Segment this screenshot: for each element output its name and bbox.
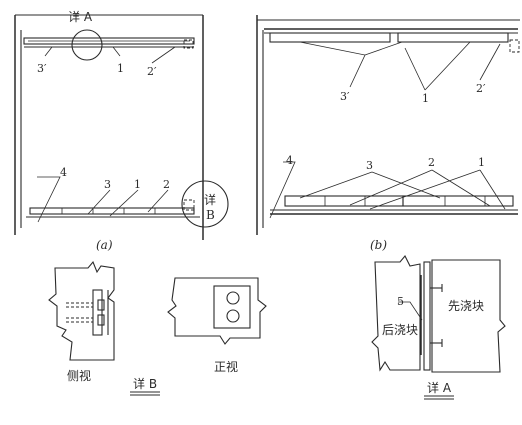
side-view-bolt-1-head [97,299,105,311]
label-detail-a-5: 5 [397,295,404,308]
label-a-3p: 3′ [37,62,47,75]
figure-a: 详 A 3′ 1 2′ 4 3 1 2 详 B (a) [14,9,229,252]
detail-b-title-group: 详 B [130,376,160,396]
detail-a-first-block [431,259,506,373]
detail-a-callout-label: 详 A [68,9,93,24]
leader-b-1b [424,41,471,91]
label-a-4: 4 [60,166,67,179]
label-a-2p: 2′ [147,65,157,78]
leader-a-3p [44,46,53,57]
side-view-plate [92,289,103,336]
label-b-2p: 2′ [476,82,486,95]
leader-b-2p [479,43,501,81]
detail-b-title: 详 B [133,376,157,391]
fig-b-caption: (b) [370,238,387,252]
front-view-block [167,277,267,345]
label-b-2: 2 [428,156,435,169]
fig-a-caption: (a) [96,238,113,252]
front-view-bolt-1 [226,291,240,305]
figure-b: 3′ 1 2′ 4 3 2 1 (b) [256,15,520,252]
fig-b-top-plate-right [397,32,509,43]
label-a-1b: 1 [134,178,141,191]
detail-a-joint-plate [423,261,431,371]
leader-b-1b-bottom [479,169,506,210]
fig-b-bottom-plate-right [402,195,514,207]
front-view-plate [213,285,251,329]
leader-a-1b [109,189,139,217]
leader-b-1a [404,47,426,91]
leader-b-3a [299,171,373,199]
fig-b-bottom-plate-left [284,195,404,207]
first-pour-label: 先浇块 [448,299,484,313]
leader-a-2 [147,189,169,213]
front-view-label: 正视 [214,359,238,374]
label-b-1b: 1 [478,156,485,169]
leader-a-1 [112,46,121,57]
side-view-block [48,260,115,361]
detail-a-title: 详 A [427,380,452,395]
fig-a-bottom-joint-box [183,199,195,211]
fig-a-bottom-plate [29,207,195,215]
detail-b-callout-bottom: B [206,208,215,222]
leader-b-1a-bottom [369,169,481,210]
later-pour-label: 后浇块 [382,323,418,337]
leader-a-3 [87,189,111,215]
leader-b-3p-b [364,41,403,56]
detail-a: 5 后浇块 先浇块 详 A [371,255,506,400]
leader-a-4 [37,176,61,223]
fig-b-top-joint-box [509,39,520,53]
label-a-3: 3 [104,178,111,191]
fig-a-detail-a-circle [71,29,103,61]
detail-b-callout-top: 详 [204,192,216,207]
fig-b-top-plate-left [269,32,391,43]
leader-b-2b [431,169,491,207]
label-b-3: 3 [366,159,373,172]
label-b-1: 1 [422,92,429,105]
leader-detail-a-5 [398,301,423,321]
side-view-label: 侧视 [67,368,91,383]
fig-a-top-joint-box [183,39,194,49]
detail-a-later-block [371,255,421,372]
side-view-bolt-2-head [97,314,105,326]
label-b-4: 4 [286,154,293,167]
fig-a-detail-b-circle [181,180,229,228]
leader-b-2a [349,169,433,206]
label-a-1: 1 [117,62,124,75]
front-view-bolt-2 [226,309,240,323]
fig-a-top-plate [23,37,195,45]
leader-a-2p [151,46,176,64]
label-b-3p: 3′ [340,90,350,103]
leader-b-3p [299,41,366,88]
label-a-2: 2 [163,178,170,191]
leader-b-3b [371,171,441,199]
detail-b-front-view: 正视 [167,277,267,374]
leader-b-4 [269,161,296,219]
detail-b-side-view: 侧视 [48,260,115,383]
